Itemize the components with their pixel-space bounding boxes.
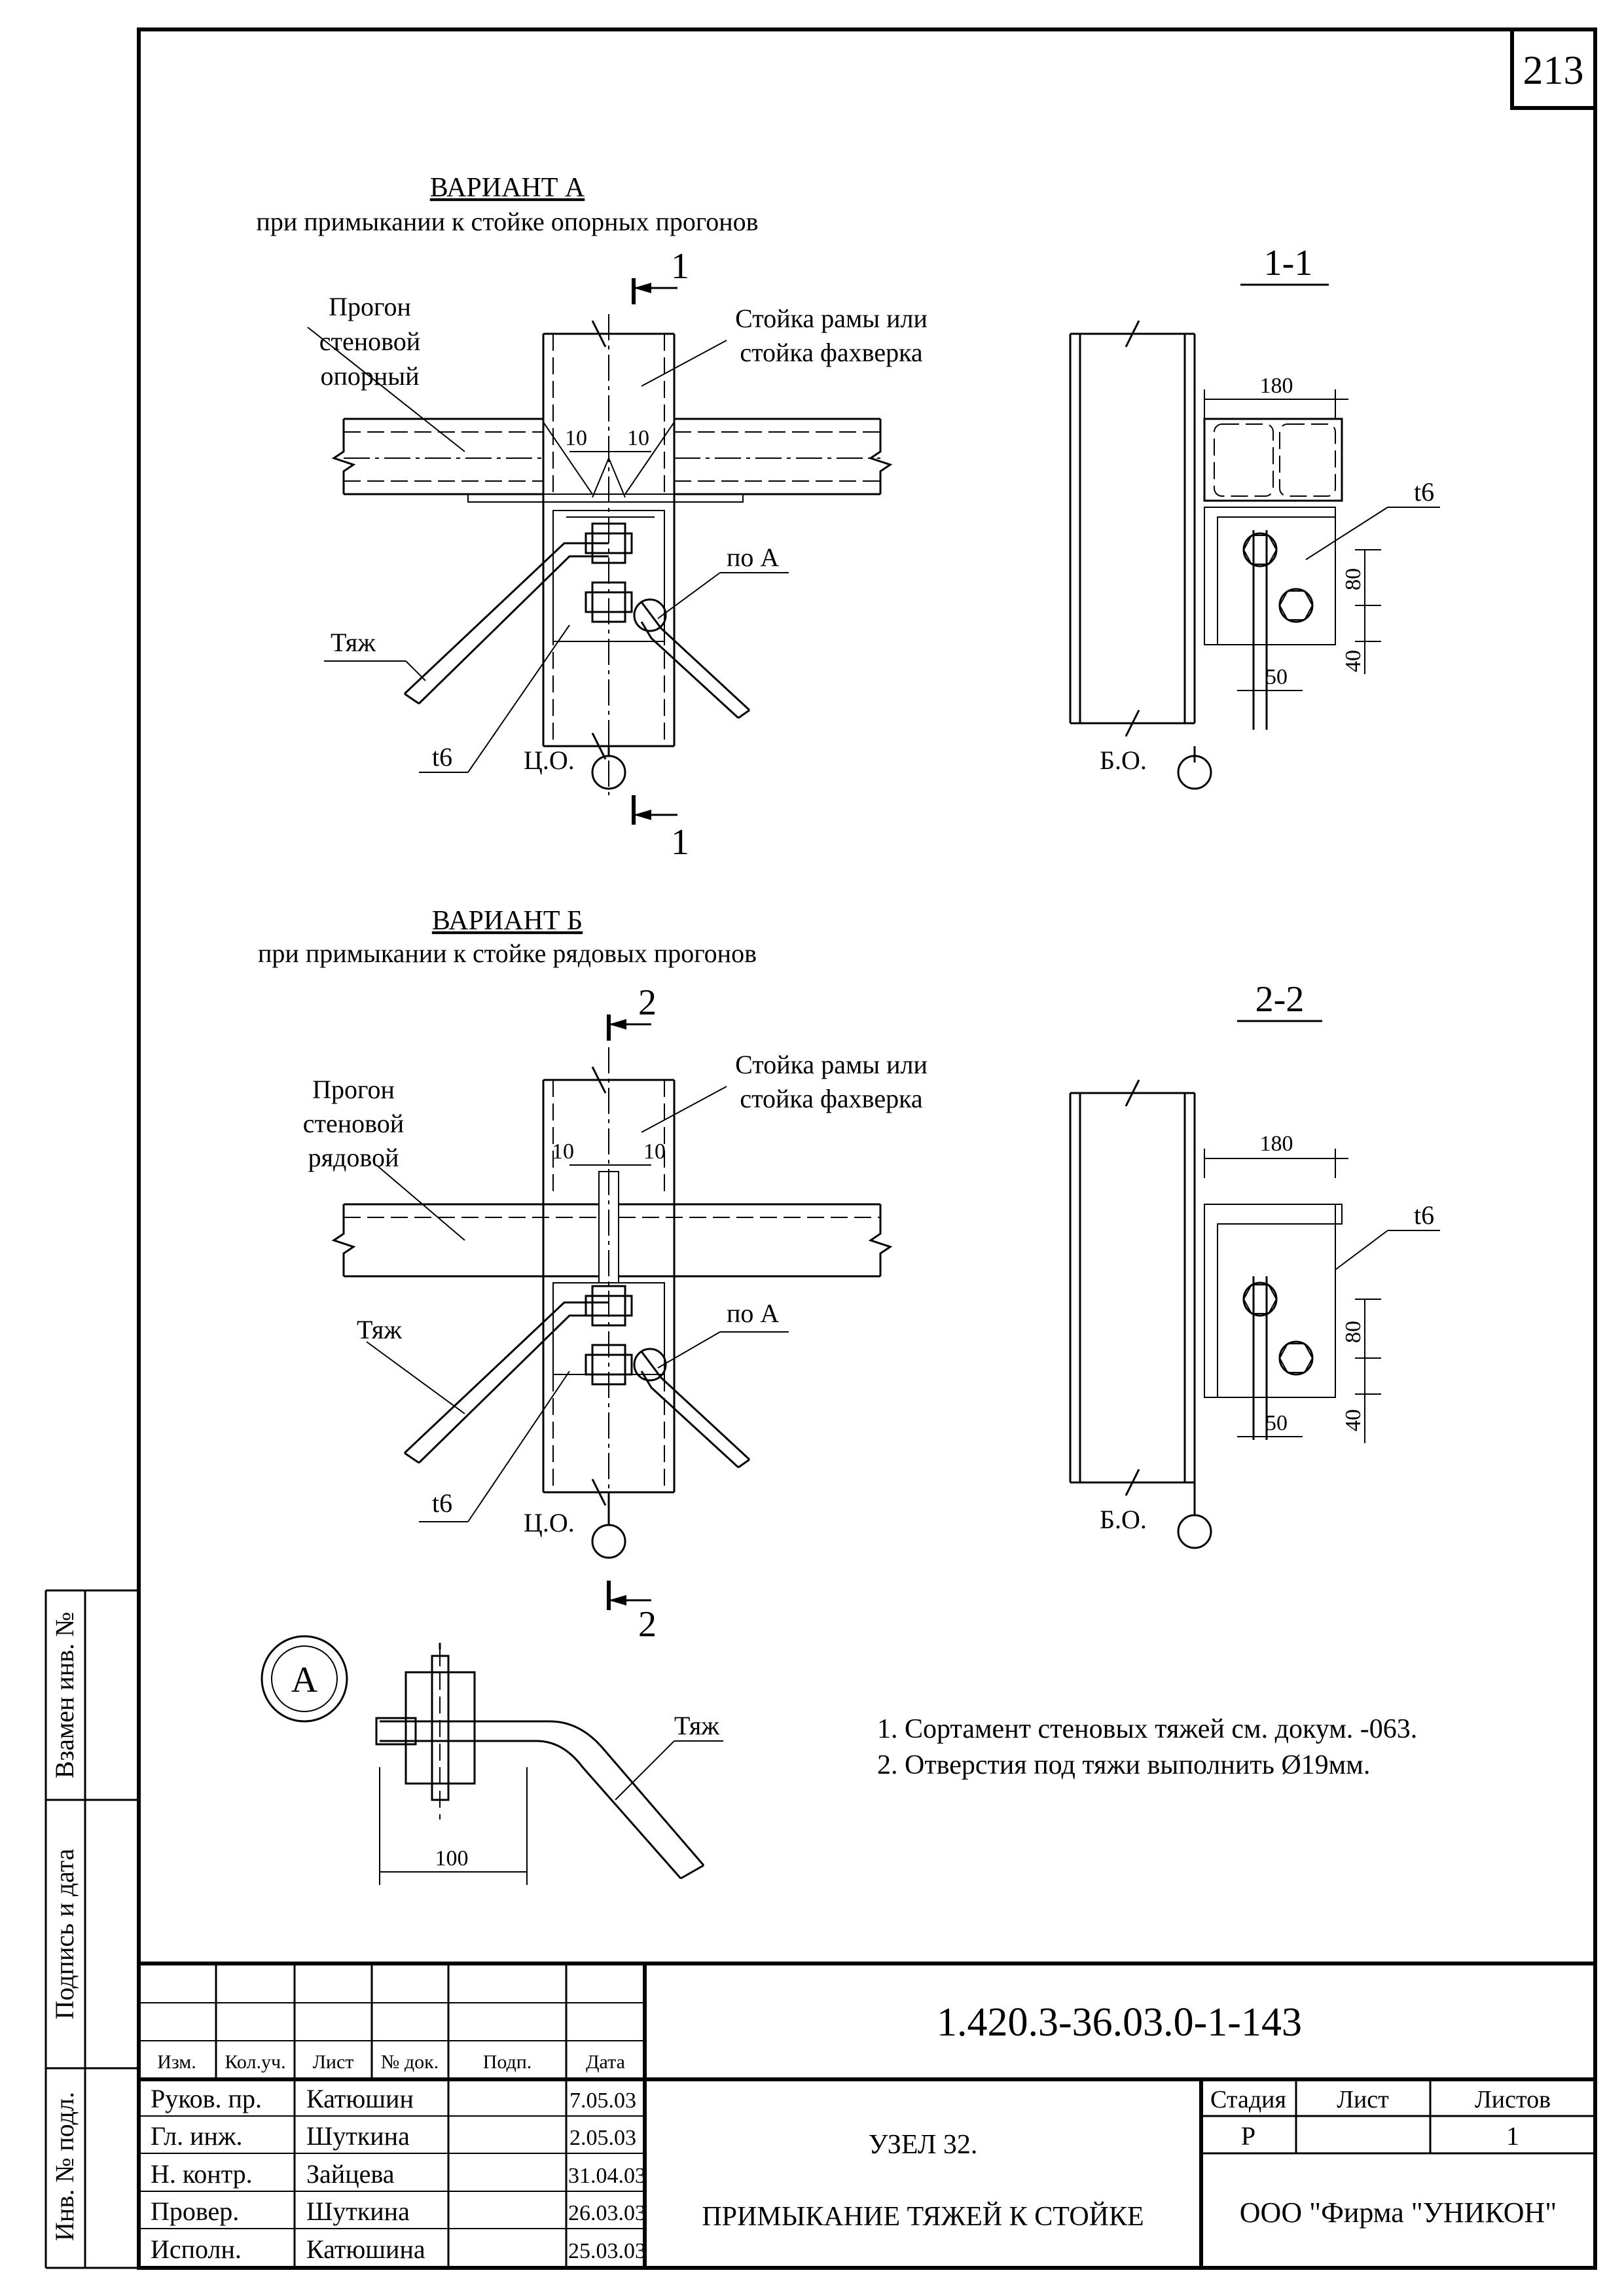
sig-name-3: Зайцева xyxy=(306,2159,395,2189)
section-1-1-axis-label: Б.О. xyxy=(1100,745,1147,775)
section-2-2-plate-label: t6 xyxy=(1414,1200,1434,1230)
sheets-value: 1 xyxy=(1506,2121,1519,2151)
header-change: Изм. xyxy=(157,2051,196,2073)
sig-role-4: Провер. xyxy=(151,2197,239,2226)
sig-date-2: 2.05.03 xyxy=(569,2126,636,2150)
section-2-2-view xyxy=(1069,1079,1440,1549)
variant-a-section-mark-bottom: 1 xyxy=(671,822,689,863)
variant-b-post-label-2: стойка фахверка xyxy=(740,1084,923,1113)
drawing-title-2: ПРИМЫКАНИЕ ТЯЖЕЙ К СТОЙКЕ xyxy=(702,2202,1144,2232)
stamp-replacement-inv: Взамен инв. № xyxy=(50,1612,79,1779)
section-1-1-dim-width: 180 xyxy=(1260,374,1293,398)
sig-date-1: 7.05.03 xyxy=(569,2089,636,2113)
sheets-header: Листов xyxy=(1475,2086,1551,2113)
variant-a-plate-label: t6 xyxy=(432,742,452,772)
sig-name-1: Катюшин xyxy=(306,2084,414,2113)
detail-a-rod-label: Тяж xyxy=(674,1711,719,1740)
variant-a-post-label-2: стойка фахверка xyxy=(740,338,923,367)
variant-a-subtitle: при примыкании к стойке опорных прогонов xyxy=(256,207,758,236)
section-2-2-dim-50: 50 xyxy=(1265,1411,1288,1435)
sig-name-4: Шуткина xyxy=(306,2197,410,2226)
title-block-grid xyxy=(139,1962,1595,2268)
variant-a-dim-right: 10 xyxy=(627,426,649,450)
variant-b-post-label-1: Стойка рамы или xyxy=(735,1050,928,1079)
variant-a-node-label: по А xyxy=(727,543,779,572)
variant-b-dim-left: 10 xyxy=(552,1139,574,1164)
section-1-1-title: 1-1 xyxy=(1264,243,1313,283)
section-2-2-dim-40: 40 xyxy=(1341,1409,1365,1431)
section-2-2-title: 2-2 xyxy=(1255,979,1305,1020)
variant-b-elevation: 2 2 10 10 xyxy=(331,982,893,1645)
variant-b-rod-label: Тяж xyxy=(357,1315,402,1344)
variant-a-section-mark-top: 1 xyxy=(671,246,689,287)
header-sheet: Лист xyxy=(313,2051,354,2073)
drawing-title-1: УЗЕЛ 32. xyxy=(869,2130,978,2160)
section-2-2-axis-label: Б.О. xyxy=(1100,1505,1147,1534)
section-1-1-dim-40: 40 xyxy=(1341,650,1365,672)
variant-b-purlin-label-2: стеновой xyxy=(303,1109,404,1138)
detail-a-dim-length: 100 xyxy=(435,1846,469,1871)
section-2-2-dim-80: 80 xyxy=(1341,1321,1365,1343)
organization: ООО "Фирма "УНИКОН" xyxy=(1240,2197,1557,2229)
variant-a-axis-label: Ц.О. xyxy=(524,745,575,775)
sheet-number-box xyxy=(1510,27,1597,110)
sig-date-4: 26.03.03 xyxy=(568,2201,646,2225)
detail-a-mark: А xyxy=(291,1660,318,1700)
sig-role-3: Н. контр. xyxy=(151,2159,253,2189)
header-signature: Подп. xyxy=(483,2051,532,2073)
variant-a-dim-left: 10 xyxy=(565,426,587,450)
section-1-1-view xyxy=(1069,320,1440,790)
section-2-2-dim-width: 180 xyxy=(1260,1132,1293,1156)
sig-role-5: Исполн. xyxy=(151,2234,242,2264)
section-1-1-dim-80: 80 xyxy=(1341,568,1365,590)
note-2: 2. Отверстия под тяжи выполнить Ø19мм. xyxy=(877,1750,1370,1780)
detail-a xyxy=(261,1635,723,1885)
header-date: Дата xyxy=(586,2051,625,2073)
variant-a-purlin-label-3: опорный xyxy=(320,361,419,391)
note-1: 1. Сортамент стеновых тяжей см. докум. -… xyxy=(877,1714,1417,1744)
section-1-1-dim-50: 50 xyxy=(1265,665,1288,689)
sheet-number: 213 xyxy=(1523,48,1584,93)
sheet-frame xyxy=(45,27,1597,2270)
sig-role-2: Гл. инж. xyxy=(151,2121,243,2151)
stamp-original-inv: Инв. № подл. xyxy=(50,2092,79,2241)
variant-a-rod-label: Тяж xyxy=(331,628,376,657)
variant-b-dim-right: 10 xyxy=(643,1139,666,1164)
section-1-1-plate-label: t6 xyxy=(1414,477,1434,507)
sig-date-5: 25.03.03 xyxy=(568,2239,646,2263)
variant-b-plate-label: t6 xyxy=(432,1488,452,1518)
sig-date-3: 31.04.03 xyxy=(568,2164,646,2188)
variant-a-elevation: 1 1 10 10 xyxy=(307,246,893,863)
variant-b-title: ВАРИАНТ Б xyxy=(432,906,583,936)
variant-b-section-mark-bottom: 2 xyxy=(638,1604,657,1645)
variant-a-post-label-1: Стойка рамы или xyxy=(735,304,928,333)
stage-header: Стадия xyxy=(1210,2086,1286,2113)
sig-name-5: Катюшина xyxy=(306,2234,425,2264)
stamp-signature-date: Подпись и дата xyxy=(50,1848,79,2019)
sheet-header: Лист xyxy=(1337,2086,1389,2113)
sig-name-2: Шуткина xyxy=(306,2121,410,2151)
sig-role-1: Руков. пр. xyxy=(151,2084,262,2113)
variant-b-purlin-label-1: Прогон xyxy=(312,1075,395,1104)
variant-a-title: ВАРИАНТ А xyxy=(430,173,585,203)
variant-b-section-mark-top: 2 xyxy=(638,982,657,1023)
variant-b-axis-label: Ц.О. xyxy=(524,1508,575,1537)
variant-a-purlin-label-1: Прогон xyxy=(329,292,411,321)
header-doc-number: № док. xyxy=(381,2051,439,2073)
variant-b-purlin-label-3: рядовой xyxy=(308,1143,399,1172)
variant-a-purlin-label-2: стеновой xyxy=(319,327,420,356)
variant-b-subtitle: при примыкании к стойке рядовых прогонов xyxy=(258,939,757,968)
header-count: Кол.уч. xyxy=(225,2051,285,2073)
doc-code: 1.420.3-36.03.0-1-143 xyxy=(937,2000,1302,2045)
stage-value: Р xyxy=(1241,2121,1255,2151)
variant-b-node-label: по А xyxy=(727,1299,779,1328)
